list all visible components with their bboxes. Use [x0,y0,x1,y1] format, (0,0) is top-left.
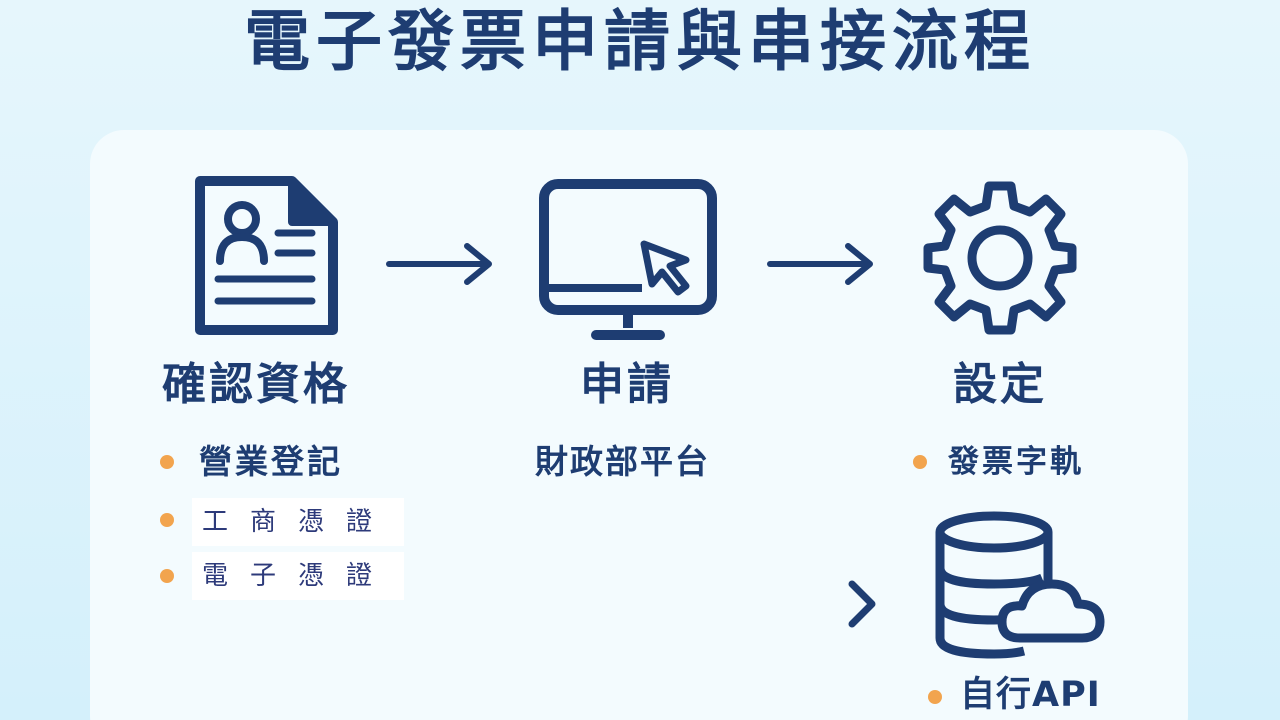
bullet-dot [160,569,174,583]
eligibility-item-digital-certificate: 電子憑證 [192,552,404,600]
database-cloud-icon [935,511,1105,659]
step-label-eligibility: 確認資格 [162,359,350,410]
step-label-settings: 設定 [953,359,1047,410]
settings-item-invoice-track: 發票字軌 [948,444,1084,480]
monitor-cursor-icon [539,179,717,340]
apply-platform-label: 財政部平台 [535,442,710,481]
bullet-dot [160,455,174,469]
id-document-icon [195,176,338,335]
arrow-right-icon [767,243,873,285]
gear-icon [923,181,1077,335]
api-branch-label: 自行API [960,675,1101,715]
arrow-right-icon [386,243,492,285]
eligibility-item-business-certificate: 工商憑證 [192,498,404,546]
bullet-dot [160,513,174,527]
eligibility-item-business-registration: 營業登記 [199,442,343,481]
bullet-dot [928,690,942,704]
page-title: 電子發票申請與串接流程 [244,3,1036,80]
chevron-right-icon [848,580,876,628]
step-label-apply: 申請 [580,359,674,410]
bullet-dot [913,455,927,469]
